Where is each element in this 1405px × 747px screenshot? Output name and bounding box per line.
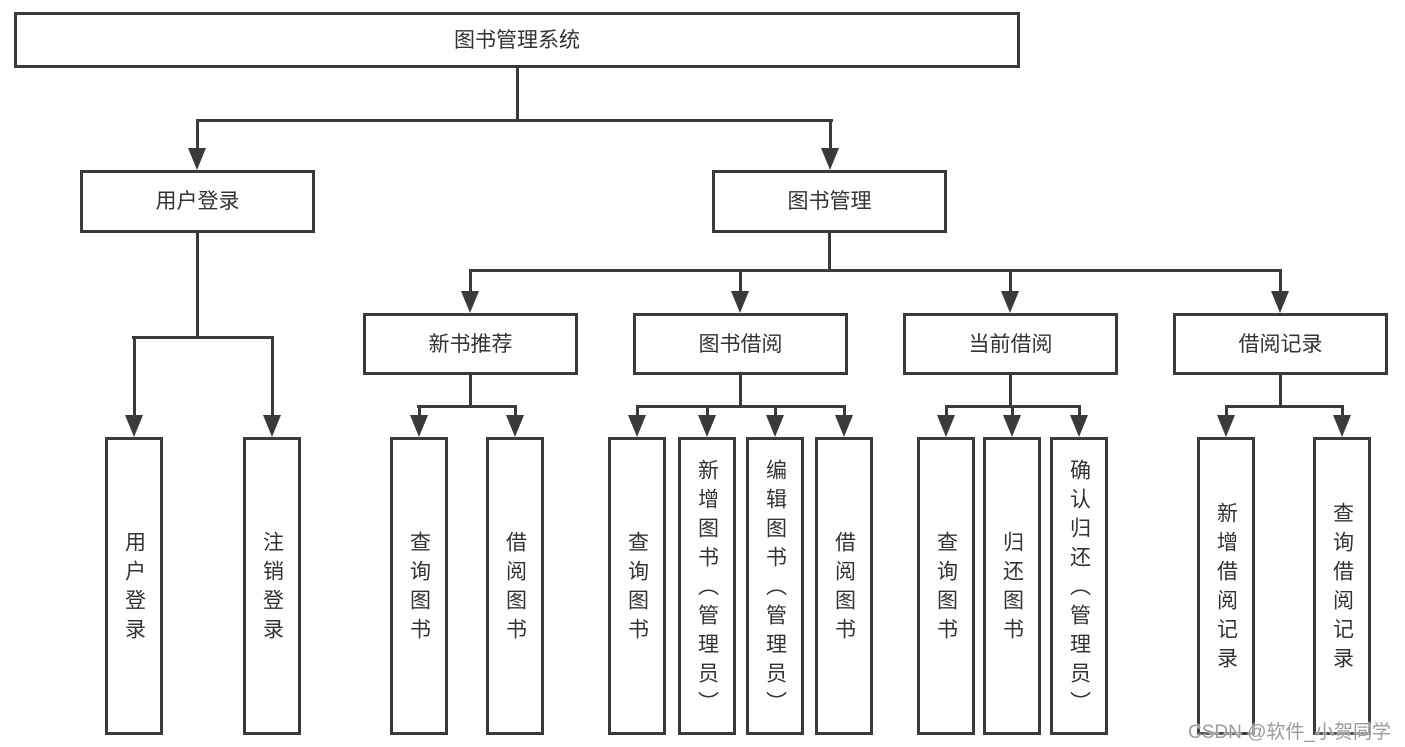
arrow-down-icon — [731, 291, 749, 313]
arrow-down-icon — [461, 291, 479, 313]
leaf-return-books: 归还图书 — [983, 437, 1041, 735]
connector-line — [1279, 269, 1282, 296]
connector-line — [843, 405, 846, 419]
connector-line — [469, 373, 472, 407]
leaf-query-books-current: 查询图书 — [917, 437, 975, 735]
leaf-edit-book-admin: 编辑图书（管理员） — [746, 437, 804, 735]
arrow-down-icon — [410, 415, 428, 437]
arrow-down-icon — [125, 415, 143, 437]
connector-line — [1279, 373, 1282, 407]
leaf-confirm-return-admin: 确认归还（管理员） — [1050, 437, 1108, 735]
node-library-system: 图书管理系统 — [14, 12, 1020, 68]
connector-line — [196, 119, 833, 122]
watermark: CSDN @软件_小贺同学 — [1188, 722, 1391, 743]
node-current-borrowing: 当前借阅 — [903, 313, 1118, 375]
arrow-down-icon — [766, 415, 784, 437]
connector-line — [271, 336, 274, 419]
leaf-logout: 注销登录 — [243, 437, 301, 735]
leaf-borrow-books-recommend: 借阅图书 — [486, 437, 544, 735]
node-user-login: 用户登录 — [80, 170, 315, 233]
node-borrowing-records: 借阅记录 — [1173, 313, 1388, 375]
arrow-down-icon — [937, 415, 955, 437]
node-new-book-recommendation: 新书推荐 — [363, 313, 578, 375]
connector-line — [774, 405, 777, 419]
connector-line — [636, 405, 639, 419]
connector-line — [636, 405, 846, 408]
leaf-add-book-admin: 新增图书（管理员） — [678, 437, 736, 735]
connector-line — [739, 269, 742, 296]
connector-line — [514, 405, 517, 419]
arrow-down-icon — [506, 415, 524, 437]
connector-line — [1225, 405, 1344, 408]
arrow-down-icon — [1333, 415, 1351, 437]
connector-line — [1341, 405, 1344, 419]
connector-line — [739, 373, 742, 407]
connector-line — [1078, 405, 1081, 419]
arrow-down-icon — [1001, 291, 1019, 313]
connector-line — [1011, 405, 1014, 419]
connector-line — [1009, 373, 1012, 407]
connector-line — [196, 119, 199, 151]
connector-line — [706, 405, 709, 419]
arrow-down-icon — [1070, 415, 1088, 437]
leaf-borrow-books: 借阅图书 — [815, 437, 873, 735]
arrow-down-icon — [628, 415, 646, 437]
connector-line — [469, 269, 472, 296]
connector-line — [132, 336, 274, 339]
connector-line — [1009, 269, 1012, 296]
connector-line — [1225, 405, 1228, 419]
connector-line — [945, 405, 948, 419]
arrow-down-icon — [821, 148, 839, 170]
connector-line — [418, 405, 421, 419]
arrow-down-icon — [1271, 291, 1289, 313]
leaf-query-books-borrow: 查询图书 — [608, 437, 666, 735]
arrow-down-icon — [698, 415, 716, 437]
node-book-management: 图书管理 — [712, 170, 947, 233]
arrow-down-icon — [1217, 415, 1235, 437]
connector-line — [828, 231, 831, 271]
node-book-borrowing: 图书借阅 — [633, 313, 848, 375]
connector-line — [829, 119, 832, 151]
leaf-query-books-recommend: 查询图书 — [390, 437, 448, 735]
leaf-user-login: 用户登录 — [105, 437, 163, 735]
connector-line — [516, 66, 519, 120]
arrow-down-icon — [835, 415, 853, 437]
arrow-down-icon — [1003, 415, 1021, 437]
connector-line — [133, 336, 136, 419]
connector-line — [196, 231, 199, 337]
connector-line — [417, 405, 517, 408]
arrow-down-icon — [263, 415, 281, 437]
arrow-down-icon — [188, 148, 206, 170]
leaf-add-borrow-record: 新增借阅记录 — [1197, 437, 1255, 735]
leaf-query-borrow-record: 查询借阅记录 — [1313, 437, 1371, 735]
connector-line — [469, 269, 1282, 272]
